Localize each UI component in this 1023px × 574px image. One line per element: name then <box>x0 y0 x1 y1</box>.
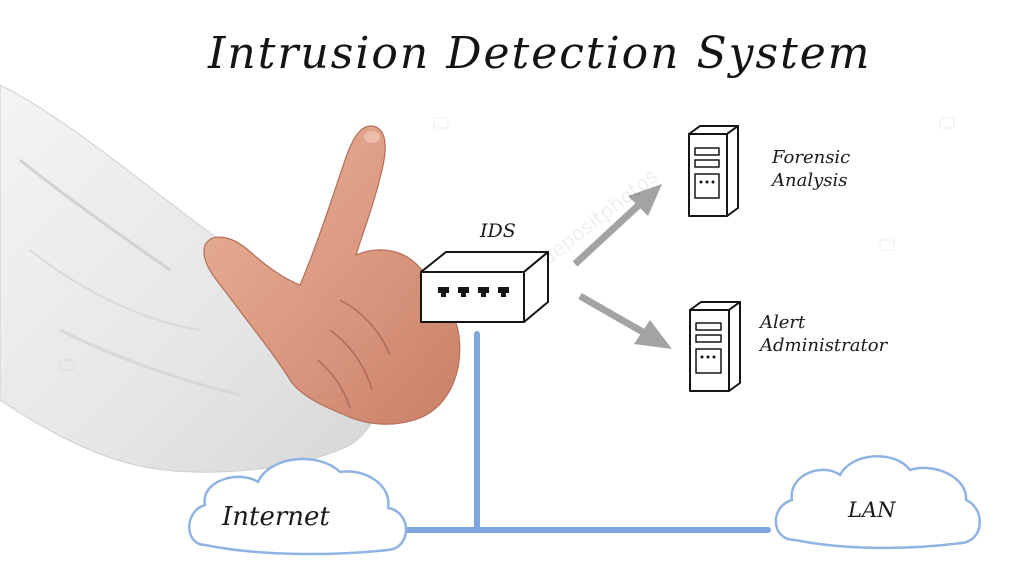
alert-server-icon <box>690 302 740 391</box>
internet-label: Internet <box>222 502 330 532</box>
alert-label-line1: Alert <box>760 311 887 334</box>
ids-label: IDS <box>480 220 516 242</box>
alert-label-line2: Administrator <box>760 334 887 357</box>
forensic-label-line2: Analysis <box>772 169 850 192</box>
lan-label: LAN <box>848 498 896 522</box>
arrow-to-alert <box>580 296 672 349</box>
alert-label: Alert Administrator <box>760 311 887 357</box>
forensic-label-line1: Forensic <box>772 146 850 169</box>
ids-device-icon <box>421 252 548 322</box>
hand-illustration <box>0 85 460 472</box>
page-title: Intrusion Detection System <box>208 28 872 79</box>
forensic-server-icon <box>689 126 738 216</box>
forensic-label: Forensic Analysis <box>772 146 850 192</box>
